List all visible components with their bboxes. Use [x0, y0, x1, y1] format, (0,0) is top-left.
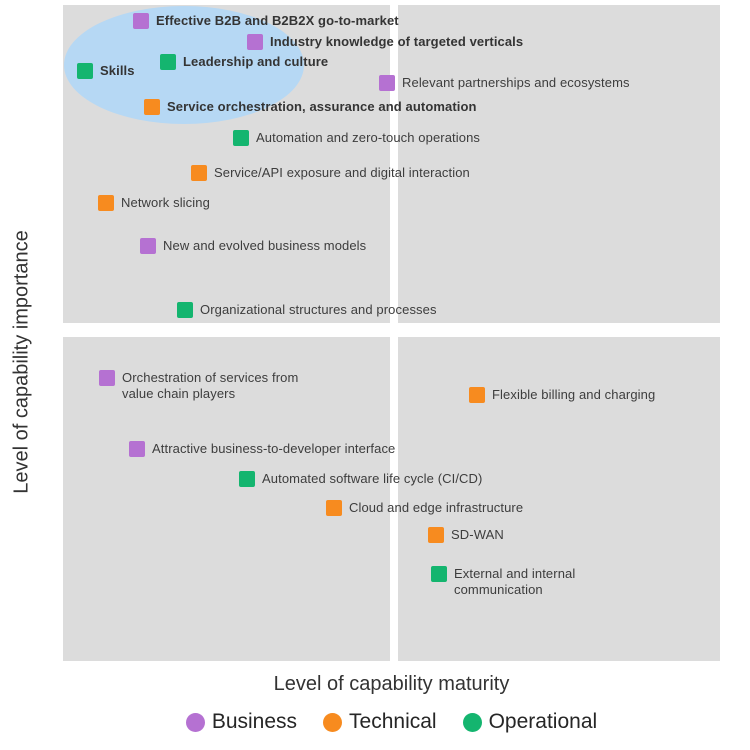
data-point: Relevant partnerships and ecosystems: [379, 75, 630, 91]
quadrant-bottom-right: [398, 337, 720, 661]
point-label: Cloud and edge infrastructure: [349, 500, 524, 515]
legend-item-operational: Operational: [462, 710, 598, 734]
point-label: Automation and zero-touch operations: [256, 130, 481, 145]
data-point: Flexible billing and charging: [469, 387, 655, 403]
business-marker-icon: [99, 370, 115, 386]
technical-marker-icon: [469, 387, 485, 403]
point-label: Leadership and culture: [183, 54, 329, 69]
point-label: Effective B2B and B2B2X go-to-market: [156, 13, 399, 28]
point-label: SD-WAN: [451, 527, 504, 542]
operational-dot-icon: [462, 712, 482, 732]
data-point: SD-WAN: [428, 527, 504, 543]
data-point: Network slicing: [98, 195, 210, 211]
technical-marker-icon: [98, 195, 114, 211]
point-label: Network slicing: [121, 195, 210, 210]
point-label: Industry knowledge of targeted verticals: [270, 34, 524, 49]
quadrant-bottom-left: [63, 337, 390, 661]
data-point: Cloud and edge infrastructure: [326, 500, 523, 516]
point-label: Flexible billing and charging: [492, 387, 656, 402]
operational-marker-icon: [233, 130, 249, 146]
business-marker-icon: [247, 34, 263, 50]
data-point: Industry knowledge of targeted verticals: [247, 34, 523, 50]
business-dot-icon: [185, 712, 205, 732]
data-point: Service/API exposure and digital interac…: [191, 165, 470, 181]
legend: Business Technical Operational: [63, 710, 720, 734]
business-marker-icon: [379, 75, 395, 91]
business-marker-icon: [140, 238, 156, 254]
technical-marker-icon: [191, 165, 207, 181]
x-axis-label: Level of capability maturity: [273, 673, 510, 695]
quadrant-top-right: [398, 5, 720, 323]
data-point: New and evolved business models: [140, 238, 366, 254]
point-label: Skills: [100, 63, 135, 78]
data-point: Attractive business-to-developer interfa…: [129, 441, 395, 457]
data-point: Skills: [77, 63, 135, 79]
highlight-ellipse: [64, 6, 304, 124]
business-marker-icon: [133, 13, 149, 29]
data-point: Service orchestration, assurance and aut…: [144, 99, 477, 115]
business-marker-icon: [129, 441, 145, 457]
point-label: New and evolved business models: [163, 238, 367, 253]
legend-label: Technical: [349, 710, 437, 733]
legend-item-technical: Technical: [323, 710, 437, 734]
data-point: Automation and zero-touch operations: [233, 130, 480, 146]
data-point: Effective B2B and B2B2X go-to-market: [133, 13, 399, 29]
point-label: Service orchestration, assurance and aut…: [167, 99, 477, 114]
legend-label: Operational: [488, 710, 598, 733]
operational-marker-icon: [239, 471, 255, 487]
point-label: Service/API exposure and digital interac…: [214, 165, 470, 180]
technical-marker-icon: [428, 527, 444, 543]
operational-marker-icon: [77, 63, 93, 79]
point-label: Relevant partnerships and ecosystems: [402, 75, 630, 90]
legend-label: Business: [211, 710, 298, 733]
data-point: Automated software life cycle (CI/CD): [239, 471, 482, 487]
technical-dot-icon: [323, 712, 343, 732]
point-label: Automated software life cycle (CI/CD): [262, 471, 483, 486]
point-label: Organizational structures and processes: [200, 302, 437, 317]
y-axis-label: Level of capability importance: [10, 230, 33, 494]
data-point: Leadership and culture: [160, 54, 328, 70]
data-point: Organizational structures and processes: [177, 302, 437, 318]
point-label: Attractive business-to-developer interfa…: [152, 441, 396, 456]
operational-marker-icon: [160, 54, 176, 70]
operational-marker-icon: [177, 302, 193, 318]
technical-marker-icon: [144, 99, 160, 115]
technical-marker-icon: [326, 500, 342, 516]
operational-marker-icon: [431, 566, 447, 582]
legend-item-business: Business: [185, 710, 298, 734]
